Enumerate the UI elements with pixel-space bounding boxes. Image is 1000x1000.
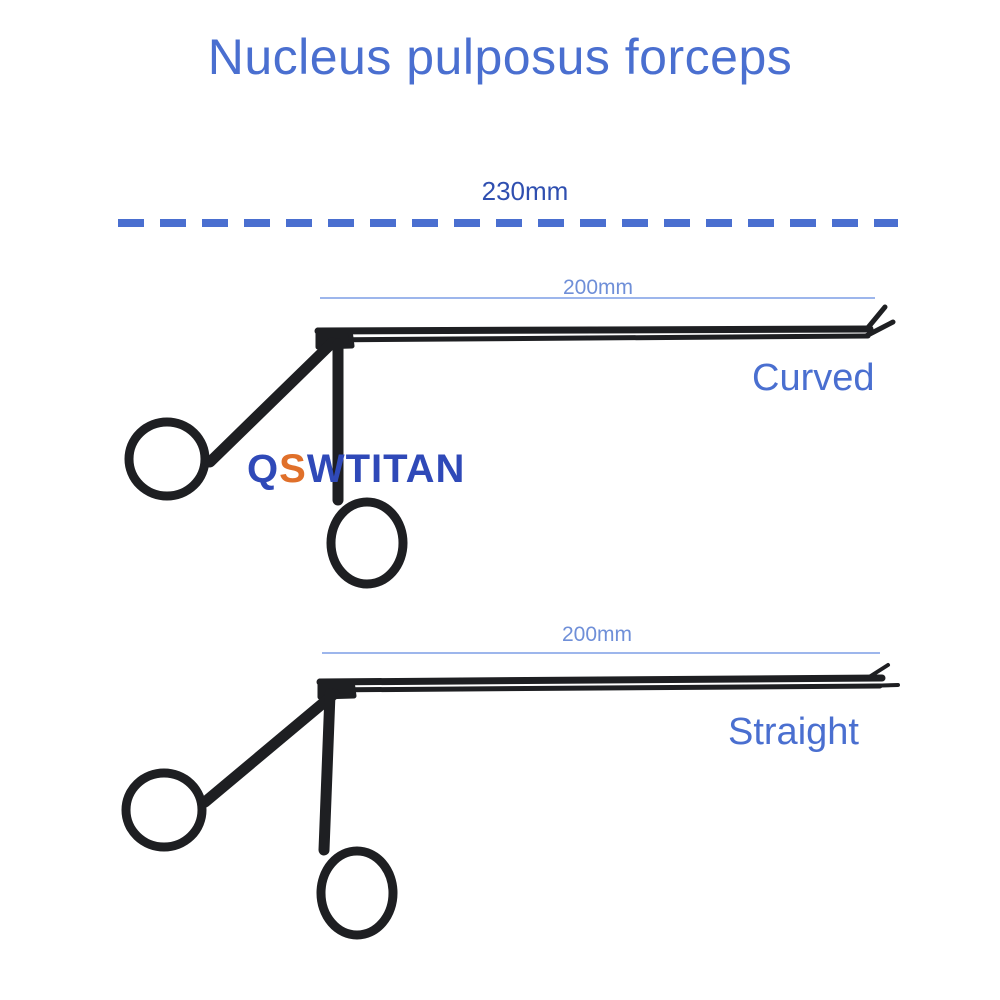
overall-length-dashed-line (118, 219, 898, 227)
brand-text: QSWTITAN (247, 447, 466, 491)
curved-working-length-line (320, 297, 875, 299)
overall-length-label: 230mm (481, 176, 569, 206)
brand-watermark: QSWTITAN (247, 447, 465, 492)
curved-variant-label: Curved (752, 357, 875, 399)
straight-working-length-label: 200mm (561, 623, 633, 646)
straight-working-length-line (322, 652, 880, 654)
curved-working-length-label: 200mm (562, 276, 634, 299)
straight-variant-label: Straight (728, 711, 859, 753)
page-title: Nucleus pulposus forceps (207, 29, 793, 85)
